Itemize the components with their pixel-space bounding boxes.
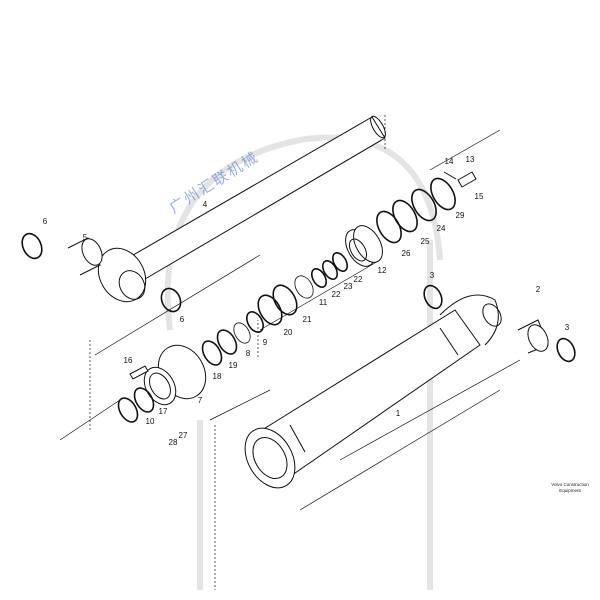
callout-23: 23 xyxy=(344,282,353,291)
callout-29: 29 xyxy=(456,211,465,220)
callout-3: 3 xyxy=(430,271,435,280)
bolt-16 xyxy=(129,365,149,380)
callout-19: 19 xyxy=(229,361,238,370)
callout-6: 6 xyxy=(180,315,185,324)
assembly-axis-lines xyxy=(89,115,386,590)
callout-20: 20 xyxy=(284,328,293,337)
callout-8: 8 xyxy=(246,349,251,358)
pin-13 xyxy=(443,171,477,188)
callout-22: 22 xyxy=(354,275,363,284)
callout-17: 17 xyxy=(159,407,168,416)
callout-5: 5 xyxy=(83,233,88,242)
bushing-2 xyxy=(517,319,549,354)
cylinder-head xyxy=(143,344,207,406)
footer-line-2: Equipment xyxy=(559,487,581,493)
callout-11: 11 xyxy=(319,298,328,307)
seal-rings xyxy=(21,177,576,423)
callout-7: 7 xyxy=(198,396,203,405)
callout-2: 2 xyxy=(536,285,541,294)
callout-labels: 1 2 3 3 4 5 6 6 7 8 9 10 11 12 13 14 15 … xyxy=(43,155,570,447)
footer-line-1: Volvo Construction xyxy=(551,482,589,487)
callout-4: 4 xyxy=(203,200,208,209)
callout-24: 24 xyxy=(437,224,446,233)
cylinder-tube xyxy=(244,294,502,489)
callout-22: 22 xyxy=(332,290,341,299)
callout-1: 1 xyxy=(396,409,401,418)
callout-26: 26 xyxy=(402,249,411,258)
callout-9: 9 xyxy=(263,338,268,347)
callout-16: 16 xyxy=(124,356,133,365)
callout-3: 3 xyxy=(565,323,570,332)
callout-15: 15 xyxy=(475,192,484,201)
piston xyxy=(345,225,383,267)
piston-rod xyxy=(97,115,386,303)
callout-18: 18 xyxy=(213,372,222,381)
callout-13: 13 xyxy=(466,155,475,164)
callout-10: 10 xyxy=(146,417,155,426)
callout-27: 27 xyxy=(179,431,188,440)
callout-12: 12 xyxy=(378,266,387,275)
leader-lines xyxy=(59,129,521,511)
callout-14: 14 xyxy=(445,157,454,166)
callout-6: 6 xyxy=(43,217,48,226)
callout-25: 25 xyxy=(421,237,430,246)
callout-21: 21 xyxy=(303,315,312,324)
publisher-footer: Volvo Construction Equipment xyxy=(540,482,600,493)
bushing-5 xyxy=(67,237,103,276)
callout-28: 28 xyxy=(169,438,178,447)
